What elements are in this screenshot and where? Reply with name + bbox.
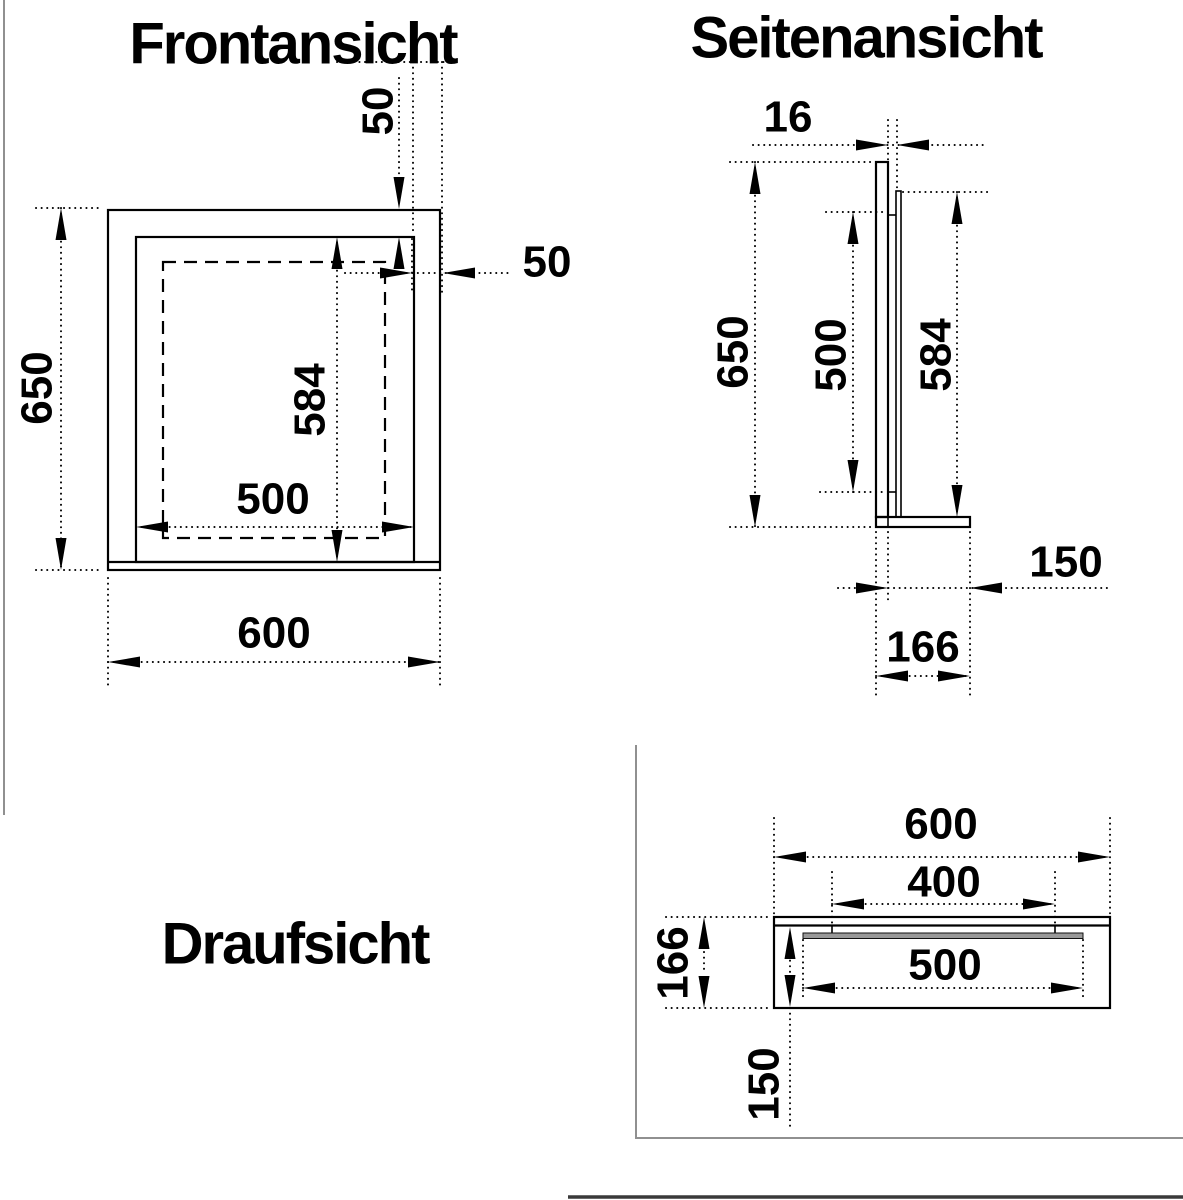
side-dim-panel-thickness-label: 16 xyxy=(764,93,813,142)
front-dim-glass-width: 500 xyxy=(135,475,415,533)
page-borders xyxy=(3,0,1183,1199)
front-dim-frame-top: 50 xyxy=(336,61,447,293)
front-dim-overall-height: 650 xyxy=(13,207,103,571)
top-view-title: Draufsicht xyxy=(162,912,431,977)
front-outer-frame xyxy=(106,208,442,572)
front-dim-frame-top-label: 50 xyxy=(354,87,403,136)
front-dim-glass-width-label: 500 xyxy=(236,475,309,524)
top-dim-glass-width: 500 xyxy=(802,939,1084,1001)
side-dim-base-depth: 166 xyxy=(875,531,971,701)
side-dim-overall-height: 650 xyxy=(709,161,873,528)
top-dim-foot-depth-label: 150 xyxy=(740,1047,789,1120)
front-view-title: Frontansicht xyxy=(129,12,458,77)
top-glass-bar xyxy=(802,932,1084,939)
side-view: Seitenansicht 16 650 xyxy=(690,6,1111,701)
front-dim-glass-height-label: 584 xyxy=(286,363,335,437)
side-glass xyxy=(895,190,902,518)
front-dim-glass-height: 584 xyxy=(286,236,343,563)
front-hidden-rail-outline xyxy=(161,260,387,540)
side-dim-glass-height-label: 584 xyxy=(912,318,961,392)
top-view-corner-border xyxy=(635,745,1183,1139)
top-outline xyxy=(772,915,1112,1010)
side-dim-rail-height: 500 xyxy=(807,211,887,493)
side-dim-glass-height: 584 xyxy=(902,191,991,518)
front-dim-overall-width: 600 xyxy=(107,577,441,691)
top-dim-glass-width-label: 500 xyxy=(908,941,981,990)
side-outline xyxy=(874,160,972,529)
front-view: Frontansicht 650 584 50 xyxy=(13,12,572,691)
front-glass-outline xyxy=(134,235,416,564)
side-dim-foot-depth-label: 150 xyxy=(1029,538,1102,587)
top-view: Draufsicht 600 400 xyxy=(162,800,1112,1131)
top-dim-overall-width: 600 xyxy=(773,800,1111,915)
front-dim-overall-width-label: 600 xyxy=(237,609,310,658)
side-dim-rail-height-label: 500 xyxy=(807,318,856,391)
side-foot xyxy=(874,515,972,529)
side-dim-base-depth-label: 166 xyxy=(886,623,959,672)
side-dim-overall-height-label: 650 xyxy=(709,315,758,388)
front-dim-overall-height-label: 650 xyxy=(13,351,62,424)
top-base-plate xyxy=(772,915,1112,1010)
top-dim-bracket-spacing-label: 400 xyxy=(907,858,980,907)
front-dim-frame-right-label: 50 xyxy=(523,238,572,287)
side-view-title: Seitenansicht xyxy=(690,6,1043,71)
top-dim-base-depth-label: 166 xyxy=(649,926,698,999)
side-dim-panel-thickness: 16 xyxy=(752,93,986,190)
top-dim-bracket-spacing: 400 xyxy=(831,858,1056,925)
side-dim-foot-depth: 150 xyxy=(837,531,1111,701)
top-dim-overall-width-label: 600 xyxy=(904,800,977,849)
side-panel xyxy=(874,160,890,519)
top-dim-foot-depth: 150 xyxy=(740,927,796,1131)
top-dim-base-depth: 166 xyxy=(649,916,773,1009)
front-outline xyxy=(106,208,442,572)
front-dim-frame-right: 50 xyxy=(344,238,572,293)
